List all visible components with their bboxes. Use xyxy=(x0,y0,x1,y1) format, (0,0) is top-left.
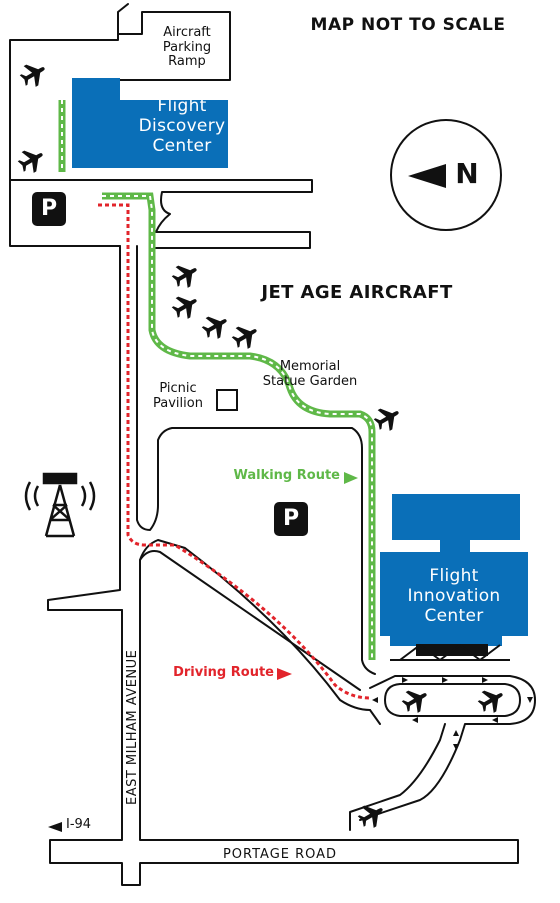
left-road-inner xyxy=(136,245,376,675)
arrow-icon xyxy=(453,730,459,736)
walking-route-arrow-icon xyxy=(344,472,358,484)
walking-route xyxy=(58,100,376,660)
driving-route-arrow-icon xyxy=(277,668,292,680)
i94-label: I-94 xyxy=(66,817,92,832)
flight-innovation-center-label: Flight Innovation Center xyxy=(407,566,501,627)
arrow-icon xyxy=(372,697,378,703)
picnic-pavilion-box xyxy=(216,389,238,411)
upper-connector-road xyxy=(74,179,313,249)
airplane-icon xyxy=(398,683,433,717)
portage-road-label: PORTAGE ROAD xyxy=(223,847,337,862)
flight-discovery-center-label: Flight Discovery Center xyxy=(138,96,226,157)
picnic-pavilion-label: Picnic Pavilion xyxy=(153,381,203,411)
airplane-icon xyxy=(354,798,389,832)
parking-icon: P xyxy=(32,192,66,226)
parking-icon: P xyxy=(274,502,308,536)
radio-tower-icon xyxy=(24,472,96,538)
left-road-upper xyxy=(47,245,123,611)
walking-route-label: Walking Route xyxy=(233,468,340,483)
airplane-icon xyxy=(168,289,203,323)
arrow-icon xyxy=(527,697,533,703)
north-label: N xyxy=(455,157,479,190)
airplane-icon xyxy=(370,401,405,435)
airplane-icon xyxy=(198,309,233,343)
buildings xyxy=(72,78,528,661)
lower-loop-road xyxy=(349,709,446,831)
upper-left-lot-outline xyxy=(9,33,121,247)
airplane-icon xyxy=(474,683,509,717)
map-not-to-scale-label: MAP NOT TO SCALE xyxy=(310,15,506,35)
roundabout-loop xyxy=(359,675,536,821)
arrow-icon xyxy=(402,677,408,683)
innovation-center-canopy xyxy=(390,644,510,661)
roundabout-arrows xyxy=(372,677,533,750)
arrow-icon xyxy=(453,744,459,750)
aircraft-parking-ramp-label: Aircraft Parking Ramp xyxy=(162,25,212,70)
arrow-icon xyxy=(442,677,448,683)
memorial-statue-garden-label: Memorial Statue Garden xyxy=(262,359,358,389)
jet-age-aircraft-label: JET AGE AIRCRAFT xyxy=(261,282,453,303)
airplane-icon xyxy=(14,143,49,177)
i94-arrow-icon xyxy=(48,822,62,832)
arrow-icon xyxy=(482,677,488,683)
airplane-icon xyxy=(228,319,263,353)
airplane-icon xyxy=(168,258,203,292)
driving-route xyxy=(98,203,371,700)
east-milham-avenue-label: EAST MILHAM AVENUE xyxy=(125,650,140,805)
arrow-icon xyxy=(412,717,418,723)
arrow-icon xyxy=(492,717,498,723)
flight-innovation-center-building xyxy=(380,494,528,646)
flight-discovery-center-building xyxy=(72,78,228,168)
north-arrow-icon xyxy=(390,119,502,231)
driving-route-label: Driving Route xyxy=(173,665,274,680)
airplane-icon xyxy=(16,57,51,91)
road-outlines xyxy=(9,3,536,886)
